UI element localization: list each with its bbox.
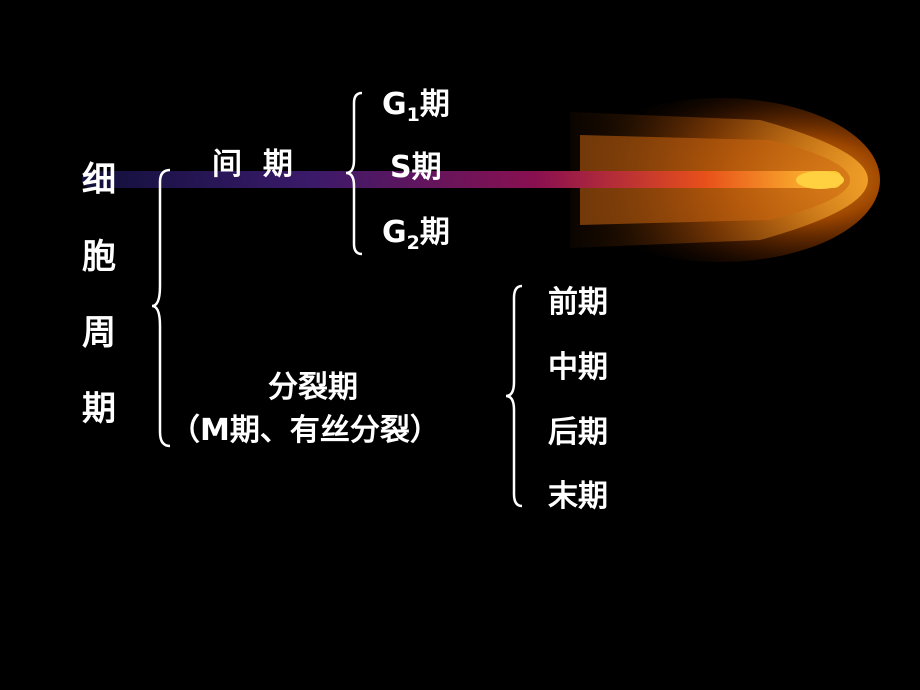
- comet-core: [796, 171, 844, 189]
- phase-anaphase: 后期: [548, 415, 608, 450]
- cell-cycle-char-4: 期: [82, 389, 116, 429]
- interphase-label: 间 期: [212, 147, 293, 182]
- phase-prophase: 前期: [548, 285, 608, 320]
- phase-g1: G1期: [382, 87, 450, 126]
- phase-s: S期: [390, 150, 442, 185]
- cell-cycle-char-2: 胞: [82, 237, 116, 277]
- comet-tail: [82, 171, 842, 188]
- brace-interphase: [345, 91, 363, 256]
- cell-cycle-char-1: 细: [82, 160, 116, 200]
- brace-cell-cycle: [151, 168, 171, 448]
- phase-telophase: 末期: [548, 479, 608, 514]
- division-label: 分裂期: [268, 370, 358, 405]
- phase-metaphase: 中期: [548, 350, 608, 385]
- cell-cycle-char-3: 周: [82, 313, 116, 353]
- division-sublabel: （M期、有丝分裂）: [170, 413, 440, 448]
- brace-mitosis: [505, 284, 523, 508]
- phase-g2: G2期: [382, 215, 450, 254]
